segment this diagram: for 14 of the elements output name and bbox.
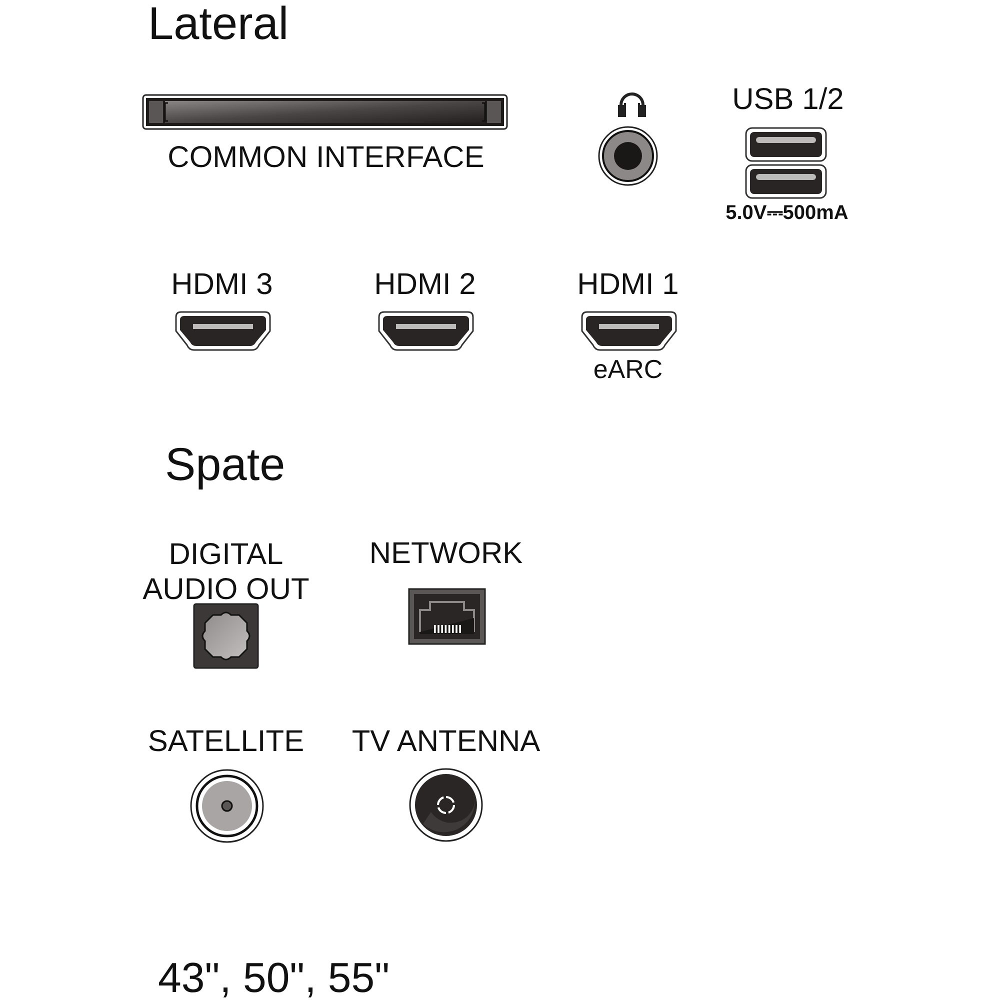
port-label: TV ANTENNA [352,727,540,757]
feature-label: eARC [593,356,663,382]
port-label: NETWORK [369,539,523,569]
screen-size-label: 43", 50", 55" [158,957,390,999]
section-heading: Spate [165,441,286,487]
port-label: COMMON INTERFACE [168,143,484,173]
port-label: DIGITAL AUDIO OUT [142,537,310,607]
port-label: HDMI 2 [374,270,476,300]
port-label: USB 1/2 [732,85,844,115]
port-label: HDMI 1 [577,270,679,300]
port-label: SATELLITE [148,727,304,757]
section-heading: Lateral [148,0,289,46]
power-rating: 5.0V⎓500mA [726,203,848,223]
port-label: HDMI 3 [171,270,273,300]
